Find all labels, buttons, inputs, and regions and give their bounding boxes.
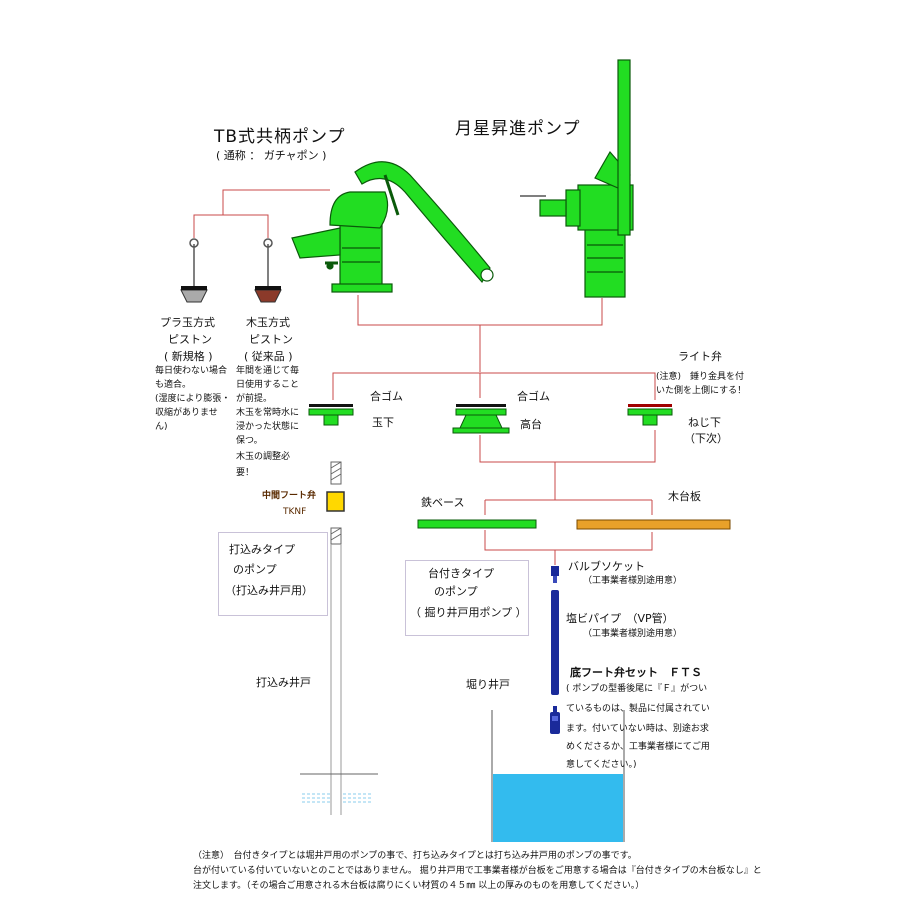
footer-note-3: 注文します。（その場合ご用意される木台板は腐りにくい材質の４５㎜ 以上の厚みのも… — [193, 881, 645, 891]
uchikomi-type-box: 打込みタイプ のポンプ （打込み井戸用） — [218, 532, 328, 616]
light-valve-note-1: (注意) 錘り金具を付 — [656, 372, 745, 382]
fts-title: 底フート弁セット ＦＴＳ — [570, 666, 702, 679]
base-socket-connector — [484, 530, 653, 565]
plastic-note-5: ん) — [155, 422, 168, 432]
wood-note-7: 木玉の調整必 — [236, 452, 291, 462]
gessei-pump-title: 月星昇進ポンプ — [455, 119, 581, 139]
horii-box-line-2: のポンプ — [434, 585, 478, 599]
light-valve-name-2: （下次） — [684, 432, 728, 445]
wood-base-label: 木台板 — [668, 490, 701, 503]
light-valve-title: ライト弁 — [678, 350, 722, 363]
foot-valve-box — [326, 491, 345, 512]
blue-pipe-set — [550, 566, 560, 734]
horii-well — [491, 710, 625, 842]
plastic-piston-label-2: ピストン — [168, 333, 212, 346]
tb-pump — [291, 161, 494, 293]
tamashita-gasket-label: 合ゴム — [370, 390, 403, 403]
socket-label: バルブソケット — [568, 560, 645, 573]
tamashita-label: 玉下 — [372, 416, 394, 429]
pipe-note: （工事業者様別途用意） — [583, 629, 683, 639]
wood-note-6: 保つ。 — [236, 436, 263, 446]
tb-pump-spout — [291, 227, 341, 259]
footer-note-1: （注意） 台付きタイプとは堀井戸用のポンプの事で、打ち込みタイプとは打ち込み井戸… — [193, 851, 637, 861]
fts-line-4: めくださるか、工事業者様にてご用 — [566, 742, 710, 752]
fts-line-3: ます。付いていない時は、別途お求 — [566, 724, 709, 734]
takadai-label: 高台 — [520, 418, 542, 431]
light-valve — [627, 404, 673, 426]
tb-pump-head — [329, 191, 389, 229]
tb-pump-handle — [354, 161, 491, 284]
fts-foot-valve — [550, 712, 560, 734]
wood-note-4: 木玉を常時水に — [236, 408, 300, 418]
wood-note-5: 浸かった状態に — [236, 422, 300, 432]
valve-base-connector — [479, 430, 656, 463]
valve-connector — [332, 372, 656, 400]
well-water — [493, 774, 623, 842]
uchikomi-box-line-3: （打込み井戸用） — [225, 583, 313, 597]
horii-well-label: 堀り井戸 — [466, 678, 510, 691]
tb-pump-title: TB式共柄ポンプ — [214, 127, 346, 147]
gessei-pump — [520, 59, 634, 298]
tb-pump-body — [339, 224, 383, 286]
uchikomi-pipe — [300, 461, 378, 815]
uchikomi-box-line-2: のポンプ — [233, 563, 277, 577]
gessei-pump-body — [584, 224, 626, 298]
wood-piston-label-1: 木玉方式 — [246, 316, 290, 329]
iron-base-label: 鉄ベース — [421, 496, 465, 509]
wood-piston — [254, 238, 282, 303]
fts-line-1: ( ポンプの型番後尾に『Ｆ』がつい — [566, 684, 708, 694]
pump-join-connector — [357, 295, 603, 372]
connector-lines — [193, 189, 656, 565]
wood-note-8: 要！ — [236, 468, 255, 478]
gessei-pump-handle — [617, 59, 631, 236]
plastic-piston-label-1: プラ玉方式 — [160, 316, 215, 329]
horii-box-line-1: 台付きタイプ — [428, 567, 494, 580]
socket-note: （工事業者様別途用意） — [583, 576, 683, 586]
footer-note-2: 台が付いている付いていないとのことではありません。 掘り井戸用で工事業者様が台板… — [193, 866, 762, 876]
vp-pipe — [551, 590, 559, 695]
wood-note-1: 年間を通じて毎 — [236, 366, 300, 376]
light-valve-name-1: ねじ下 — [688, 416, 721, 429]
wood-note-3: が前提。 — [236, 394, 273, 404]
plastic-note-3: (湿度により膨張・ — [155, 394, 231, 404]
iron-base — [417, 519, 537, 529]
wood-note-2: 日使用すること — [236, 380, 300, 390]
light-valve-note-2: いた側を上側にする！ — [656, 386, 747, 396]
wood-piston-label-3: ( 従来品 ) — [244, 350, 293, 363]
wood-base — [576, 519, 731, 530]
takadai-valve — [452, 404, 510, 434]
tb-pump-base — [331, 283, 393, 293]
tamashita-valve — [308, 404, 354, 426]
takadai-gasket-label: 合ゴム — [517, 390, 550, 403]
uchikomi-box-line-1: 打込みタイプ — [229, 543, 295, 556]
piston-connector — [193, 189, 330, 238]
plastic-note-4: 収縮がありませ — [155, 408, 218, 418]
plastic-piston — [180, 238, 208, 303]
foot-valve-code: TKNF — [283, 507, 307, 517]
plastic-note-1: 毎日使わない場合 — [155, 366, 228, 376]
wood-piston-label-2: ピストン — [249, 333, 293, 346]
horii-type-box: 台付きタイプ のポンプ （ 掘り井戸用ポンプ ） — [405, 560, 529, 636]
pipe-label: 塩ビパイプ （VP管） — [566, 612, 674, 625]
fts-line-5: 意してください。) — [566, 760, 637, 770]
uchikomi-well-label: 打込み井戸 — [256, 676, 311, 689]
horii-box-line-3: （ 掘り井戸用ポンプ ） — [410, 605, 527, 619]
base-connector — [484, 462, 653, 515]
plastic-piston-label-3: ( 新規格 ) — [164, 350, 213, 363]
plastic-note-2: も適合。 — [155, 380, 192, 390]
foot-valve-label: 中間フート弁 — [262, 491, 317, 501]
fts-line-2: ているものは、製品に付属されてい — [566, 704, 710, 714]
tb-pump-nickname: ( 通称 ： ガチャポン ) — [216, 149, 327, 162]
